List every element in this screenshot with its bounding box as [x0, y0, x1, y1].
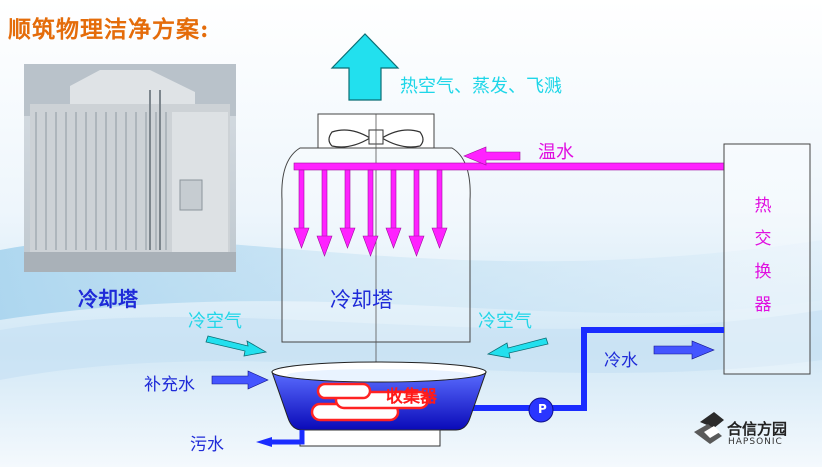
tower-label: 冷却塔: [330, 288, 393, 312]
waste-water-label: 污水: [190, 435, 224, 455]
heat-exchanger-label: 热交换器: [754, 196, 772, 315]
cooling-tower-photo: [24, 64, 236, 272]
exhaust-arrow: [330, 33, 400, 101]
cold-air-arrow-left: [205, 335, 268, 357]
cold-air-arrow-right: [486, 337, 549, 359]
pump-label: P: [538, 402, 547, 416]
cold-air-label-right: 冷空气: [478, 311, 532, 332]
fan-icon: [328, 129, 424, 148]
warm-water-pipe: [293, 162, 725, 171]
cold-water-label: 冷水: [604, 351, 638, 371]
waste-water-arrow: [256, 437, 272, 447]
logo-name: 合信方园: [727, 420, 788, 438]
sprinkler-arrows: [293, 169, 448, 257]
logo-subtitle: HAPSONIC: [728, 437, 783, 447]
collector-pipes: [310, 382, 430, 422]
warm-water-arrow: [463, 146, 521, 166]
makeup-water-arrow: [211, 370, 269, 390]
pump-icon: [528, 397, 554, 423]
photo-caption: 冷却塔: [78, 287, 138, 311]
heat-exchanger: [723, 143, 811, 375]
cold-air-label-left: 冷空气: [188, 311, 242, 332]
cold-water-pipe: [552, 327, 724, 411]
page-title: 顺筑物理洁净方案:: [8, 16, 210, 43]
exhaust-label: 热空气、蒸发、飞溅: [400, 76, 562, 97]
waste-water-pipe: [266, 430, 305, 445]
makeup-water-label: 补充水: [144, 375, 195, 395]
background-wave-2: [0, 310, 822, 380]
cold-water-arrow: [653, 340, 715, 360]
warm-water-label: 温水: [538, 142, 574, 163]
logo-mark-icon: [694, 412, 724, 444]
collector-label: 收集器: [386, 387, 437, 407]
